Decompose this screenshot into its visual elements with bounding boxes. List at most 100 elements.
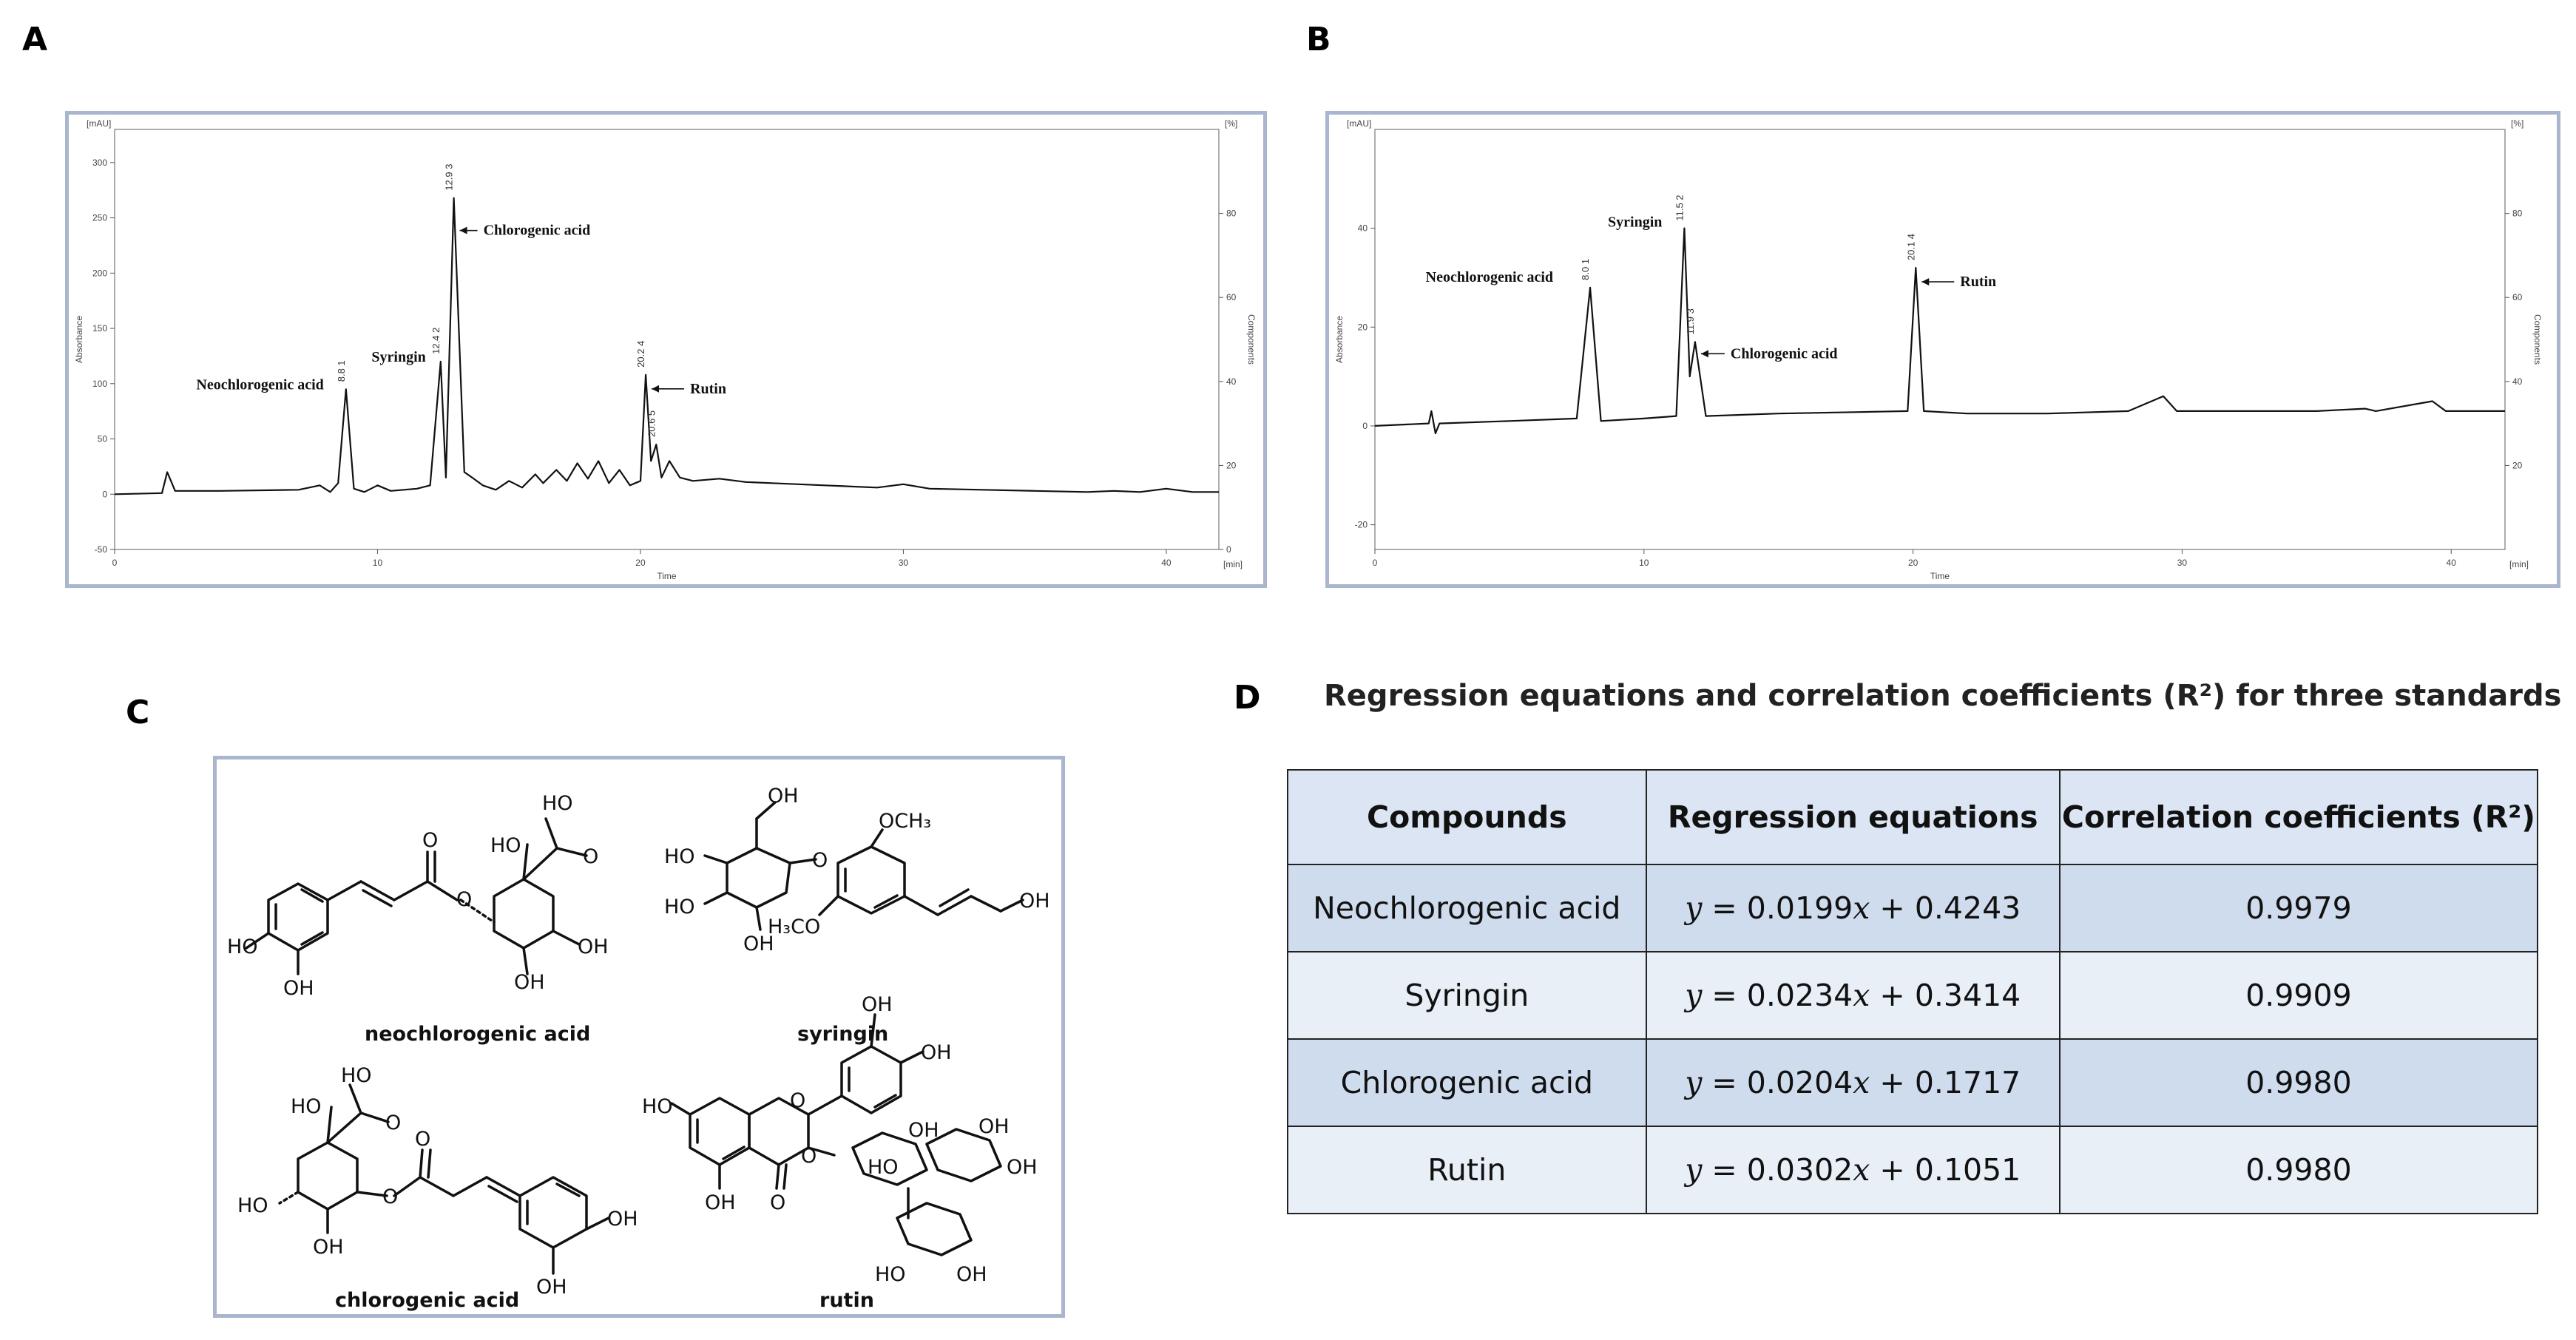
y2-tick-label: 40 (1226, 376, 1237, 387)
compound-cell: Neochlorogenic acid (1287, 864, 1647, 952)
svg-text:O: O (801, 1145, 817, 1168)
x-tick-label: 20 (635, 558, 646, 568)
table-row: Neochlorogenic acid y = 0.0199x + 0.4243… (1287, 864, 2539, 952)
svg-text:OH: OH (313, 1236, 344, 1259)
x-tick-label: 40 (2447, 558, 2457, 568)
svg-text:OH: OH (1019, 890, 1050, 913)
svg-text:OH: OH (514, 971, 545, 994)
y2-tick-label: 80 (2512, 209, 2523, 219)
table-header-regression: Regression equations (1645, 769, 2061, 865)
peak-compound-label: Chlorogenic acid (484, 223, 591, 239)
x-tick-label: 30 (2177, 558, 2188, 568)
peak-compound-label: Rutin (690, 381, 726, 397)
svg-text:O: O (770, 1191, 785, 1214)
peak-rt-label: 20.1 4 (1905, 234, 1916, 260)
y2-unit-label: [%] (1225, 118, 1237, 129)
chromatogram-trace (1374, 227, 2505, 435)
peak-rt-label: 8.8 1 (336, 360, 347, 382)
svg-text:O: O (790, 1089, 805, 1112)
plot-frame (114, 129, 1220, 550)
y-unit-label: [mAU] (1347, 118, 1371, 129)
x-tick-label: 0 (1373, 558, 1378, 568)
y2-tick-label: 80 (1226, 209, 1237, 219)
peak-rt-label: 11.5 2 (1674, 194, 1685, 220)
y2-tick-label: 20 (2512, 460, 2523, 470)
structure-name: rutin (819, 1289, 874, 1312)
structure-neochlorogenic-acid: HO OH O O HO O HO OH OH neochlorogenic a… (227, 792, 609, 1046)
y-tick-label: 40 (1358, 223, 1368, 234)
panel-letter-d: D (1234, 679, 1261, 717)
x-tick-label: 40 (1161, 558, 1172, 568)
svg-text:O: O (422, 829, 438, 852)
peak-rt-label: 8.0 1 (1580, 259, 1591, 280)
peak-arrow-head (1921, 278, 1930, 286)
equation-cell: y = 0.0302x + 0.1051 (1645, 1126, 2061, 1214)
equation-cell: y = 0.0199x + 0.4243 (1645, 864, 2061, 952)
x-axis-label: Time (1930, 571, 1950, 581)
peak-compound-label: Syringin (371, 349, 425, 365)
svg-text:O: O (812, 849, 828, 872)
y2-tick-label: 60 (1226, 292, 1237, 302)
svg-text:HO: HO (237, 1194, 268, 1217)
table-row: Rutin y = 0.0302x + 0.1051 0.9980 (1287, 1126, 2539, 1214)
svg-text:O: O (385, 1111, 401, 1134)
svg-text:O: O (382, 1185, 398, 1208)
svg-text:OCH₃: OCH₃ (879, 810, 931, 833)
y2-axis-label: Components (2532, 314, 2543, 365)
compound-cell: Chlorogenic acid (1287, 1038, 1647, 1127)
peak-compound-label: Chlorogenic acid (1731, 345, 1838, 362)
panel-letter-c: C (126, 694, 150, 731)
svg-text:OH: OH (1007, 1156, 1038, 1179)
compound-cell: Rutin (1287, 1126, 1647, 1214)
svg-text:OH: OH (607, 1208, 638, 1231)
table-header-compounds: Compounds (1287, 769, 1647, 865)
y-tick-label: -20 (1355, 520, 1368, 530)
y-axis-label: Absorbance (74, 316, 84, 363)
compound-cell: Syringin (1287, 951, 1647, 1040)
y-tick-label: 0 (102, 489, 107, 499)
svg-text:HO: HO (542, 792, 573, 815)
x-tick-label: 10 (373, 558, 383, 568)
svg-text:OH: OH (768, 785, 799, 808)
chromatogram-trace (114, 197, 1219, 495)
structure-syringin: OH HO HO OH O OCH₃ H₃CO OH syringin (664, 785, 1050, 1046)
svg-text:OH: OH (536, 1276, 567, 1299)
y2-tick-label: 20 (1226, 460, 1237, 470)
y-unit-label: [mAU] (87, 118, 111, 129)
svg-text:OH: OH (283, 977, 314, 1000)
y-tick-label: 0 (1362, 421, 1368, 431)
peak-rt-label: 12.9 3 (444, 164, 455, 191)
y-tick-label: -50 (95, 544, 108, 555)
svg-text:OH: OH (978, 1115, 1010, 1138)
svg-text:OH: OH (743, 933, 774, 955)
plot-frame (1374, 129, 2506, 550)
y-tick-label: 150 (92, 323, 107, 334)
peak-rt-label: 20.6 5 (646, 410, 657, 437)
regression-table: Compounds Regression equations Correlati… (1287, 769, 2539, 1214)
x-unit-label: [min] (1223, 559, 1243, 569)
structure-chlorogenic-acid: HO O HO HO OH O O OH OH chlorogenic acid (237, 1064, 638, 1312)
structure-rutin: OH OH HO OH O O O OH OH OH HO HO OH ruti… (642, 993, 1038, 1312)
x-tick-label: 20 (1908, 558, 1919, 568)
y2-tick-label: 0 (1226, 544, 1231, 555)
structure-name: neochlorogenic acid (365, 1023, 590, 1046)
svg-text:O: O (415, 1128, 430, 1151)
table-row: Syringin y = 0.0234x + 0.3414 0.9909 (1287, 951, 2539, 1040)
svg-text:O: O (583, 845, 598, 868)
svg-text:HO: HO (341, 1064, 372, 1087)
peak-compound-label: Neochlorogenic acid (1426, 269, 1553, 285)
svg-text:HO: HO (291, 1095, 322, 1118)
panel-letter-a: A (22, 21, 48, 58)
table-header-row: Compounds Regression equations Correlati… (1287, 769, 2539, 865)
svg-text:HO: HO (868, 1156, 899, 1179)
table-title: Regression equations and correlation coe… (1324, 679, 2562, 713)
x-tick-label: 0 (112, 558, 118, 568)
r2-cell: 0.9909 (2058, 951, 2539, 1040)
y2-axis-label: Components (1246, 314, 1257, 365)
panel-letter-b: B (1306, 21, 1331, 58)
svg-text:HO: HO (664, 845, 695, 868)
svg-text:HO: HO (664, 896, 695, 918)
y-tick-label: 250 (92, 213, 107, 223)
svg-text:HO: HO (875, 1263, 906, 1286)
